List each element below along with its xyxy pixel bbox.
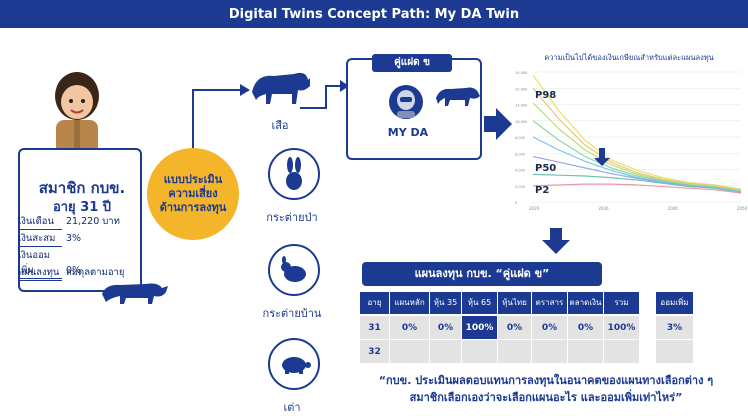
plan-col-header: หุ้น 35	[430, 292, 462, 314]
chart-x-tick-label: 2020	[529, 206, 540, 211]
arrow-right-icon	[484, 108, 512, 140]
plan-cell: 32	[360, 340, 390, 364]
chart-x-tick-label: 2050	[737, 206, 748, 211]
risk-assessment-badge: แบบประเมิน ความเสี่ยง ด้านการลงทุน	[147, 148, 239, 240]
chart-annotation: P2	[535, 185, 549, 196]
animal-label-tiger: เสือ	[271, 119, 289, 132]
plan-col-header: อายุ	[360, 292, 390, 314]
caption-line-2: สมาชิกเลือกเองว่าจะเลือกแผนอะไร และออมเพ…	[409, 391, 683, 404]
plan-cell	[532, 340, 568, 364]
plan-cell: 0%	[390, 316, 430, 340]
chart-y-tick-label: 10,000	[515, 71, 527, 75]
chart-series-line-4	[532, 136, 742, 193]
plan-cell: 0%	[532, 316, 568, 340]
plan-cell: 100%	[462, 316, 498, 340]
plan-cell: 100%	[604, 316, 640, 340]
chart-y-tick-label: 8,000	[515, 136, 525, 140]
plan-col-header: แผนหลัก	[390, 292, 430, 314]
caption-line-1: “กบข. ประเมินผลตอบแทนการลงทุนในอนาคตของแ…	[378, 374, 714, 387]
plan-cell-extra	[656, 340, 694, 364]
member-age: อายุ 31 ปี	[52, 200, 112, 215]
turtle-icon	[268, 338, 320, 390]
member-avatar	[55, 72, 99, 154]
chart-arrow-icon	[594, 148, 610, 166]
chart-y-tick-label: 4,000	[515, 169, 525, 173]
wild-rabbit-icon	[268, 148, 320, 200]
chart-series-line-2	[532, 102, 742, 192]
chart-annotation: P50	[535, 163, 556, 174]
risk-assessment-label: แบบประเมิน ความเสี่ยง ด้านการลงทุน	[159, 173, 227, 214]
chart-y-tick-label: 6,000	[515, 152, 525, 156]
animal-option-wild-rabbit[interactable]: กระต่ายป่า	[256, 148, 328, 224]
plan-cell	[390, 340, 430, 364]
animal-option-turtle[interactable]: เต่า	[256, 338, 328, 414]
caption-quote: “กบข. ประเมินผลตอบแทนการลงทุนในอนาคตของแ…	[350, 372, 742, 406]
plan-cell	[462, 340, 498, 364]
plan-cell	[604, 340, 640, 364]
member-card	[18, 148, 142, 292]
chart-y-tick-label: 12,000	[515, 87, 527, 91]
chart-x-tick-label: 2030	[598, 206, 609, 211]
plan-col-header: ตลาดเงิน	[568, 292, 604, 314]
chart-series-line-1	[532, 87, 742, 191]
animal-label-turtle: เต่า	[283, 401, 301, 414]
plan-col-header: รวม	[604, 292, 640, 314]
arrow-down-icon	[542, 228, 570, 254]
plan-col-header: หุ้นไทย	[498, 292, 532, 314]
title-banner: Digital Twins Concept Path: My DA Twin	[0, 0, 748, 28]
plan-cell: 31	[360, 316, 390, 340]
chart-plot: 10,000 12,000 14,000 16,000 8,000 6,000 4,000 2…	[515, 71, 748, 211]
plan-cell	[568, 340, 604, 364]
robot-avatar-icon	[389, 85, 423, 119]
plan-col-header: หุ้น 65	[462, 292, 498, 314]
chart-y-tick-label: 0	[515, 201, 517, 205]
animal-option-home-rabbit[interactable]: กระต่ายบ้าน	[252, 244, 332, 320]
plan-cell: 0%	[498, 316, 532, 340]
member-row-plan: แผนลงทุนสมดุลตามอายุ	[18, 265, 142, 282]
tiger-icon	[102, 283, 168, 304]
chart-y-tick-label: 16,000	[515, 120, 527, 124]
home-rabbit-icon	[268, 244, 320, 296]
plan-cell: 0%	[568, 316, 604, 340]
chart-series-line-7	[532, 183, 742, 194]
chart-x-tick-label: 2040	[668, 206, 679, 211]
tiger-icon	[436, 87, 480, 106]
chart-series-line-6	[532, 173, 742, 193]
chart-y-tick-label: 14,000	[515, 104, 527, 108]
chart-annotation: P98	[535, 90, 556, 101]
member-title: สมาชิก กบข.	[38, 179, 126, 197]
retirement-chart: ความเป็นไปได้ของเงินเกษียณสำหรับแต่ละแผน…	[513, 52, 748, 212]
chart-y-tick-label: 2,000	[515, 185, 525, 189]
plan-cell-extra: 3%	[656, 316, 694, 340]
banner-title: Digital Twins Concept Path: My DA Twin	[228, 6, 520, 22]
my-da-name: MY DA	[387, 126, 429, 139]
animal-label-wild-rabbit: กระต่ายป่า	[266, 211, 318, 224]
animal-option-tiger[interactable]: เสือ	[248, 56, 312, 142]
my-da-tag: คู่แฝด ข	[372, 54, 452, 72]
chart-title: ความเป็นไปได้ของเงินเกษียณสำหรับแต่ละแผน…	[544, 53, 714, 62]
plan-table-header: แผนลงทุน กบข. “คู่แฝด ข”	[362, 262, 602, 286]
plan-col-header-extra: ออมเพิ่ม	[656, 292, 694, 314]
plan-col-header: ตราสารหนี้	[532, 292, 568, 329]
plan-cell	[430, 340, 462, 364]
tiger-icon	[252, 72, 310, 104]
plan-cell	[498, 340, 532, 364]
plan-cell: 0%	[430, 316, 462, 340]
chart-series-line-0	[532, 74, 742, 190]
animal-label-home-rabbit: กระต่ายบ้าน	[262, 307, 322, 320]
chart-series-line-3	[532, 120, 742, 193]
